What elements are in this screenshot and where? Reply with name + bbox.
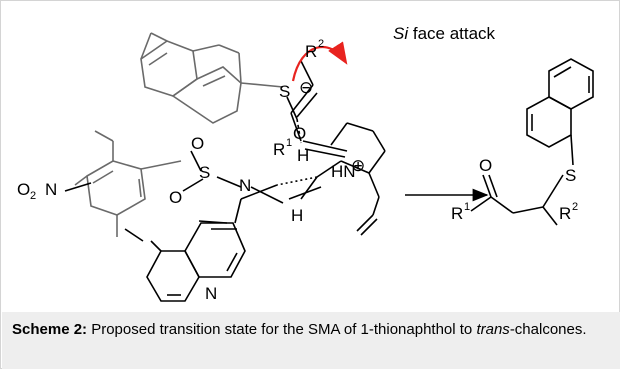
scheme-caption: Scheme 2: Proposed transition state for … [2, 312, 620, 369]
atom-n-sulfonamide: N [239, 176, 251, 195]
atom-n-quinoline: N [205, 284, 217, 303]
atom-no2-n: N [45, 180, 57, 199]
nitroaryl-sulfonyl [74, 130, 182, 237]
atom-labels-chalcone: R 2 R 1 O [273, 38, 324, 159]
atom-o-sulfonyl-top: O [191, 134, 204, 153]
chalcone-fragment [290, 60, 348, 158]
electron-arrow [291, 41, 348, 82]
atom-h-sulfonamide: H [297, 146, 309, 165]
product-structure [470, 58, 594, 226]
atom-r2-left-sup: 2 [318, 38, 324, 50]
atom-r2-left: R [305, 42, 317, 61]
naphthalene-thiolate [140, 32, 284, 124]
atom-o-sulfonyl-left: O [169, 188, 182, 207]
charge-ammonium: ⊕ [351, 156, 365, 175]
caption-label: Scheme 2: [12, 321, 88, 338]
caption-text-2: -chalcones. [509, 321, 587, 338]
atom-r1-left: R [273, 140, 285, 159]
charge-thiolate: ⊖ [299, 78, 313, 97]
caption-text-1: Proposed transition state for the SMA of… [87, 321, 477, 338]
atom-r1-left-sup: 1 [286, 137, 292, 149]
atom-s-thiolate: S [279, 82, 290, 101]
caption-text-italic: trans [476, 321, 510, 338]
atom-h-stereo: H [291, 206, 303, 225]
atom-s-sulfonyl: S [199, 163, 210, 182]
atom-r2-product: R [559, 204, 571, 223]
atom-hn: HN [331, 162, 356, 181]
cinchona-skeleton [124, 122, 386, 302]
atom-r1-product-sup: 1 [464, 201, 470, 213]
atom-labels-product: S O R 1 R 2 [451, 156, 578, 223]
atom-r1-product: R [451, 204, 463, 223]
atom-o-carbonyl-left: O [293, 124, 306, 143]
annotation-si-face: Si face attack [393, 24, 496, 43]
atom-r2-product-sup: 2 [572, 201, 578, 213]
reaction-scheme: S ⊖ S O O N H O 2 N R 2 R 1 O [17, 24, 594, 303]
atom-o-product: O [479, 156, 492, 175]
atom-labels-cinchona: HN ⊕ H N [205, 156, 365, 303]
atom-no2-o: O [17, 180, 30, 199]
atom-labels-left: S ⊖ S O O N H O 2 N [17, 78, 313, 207]
atom-no2-subscript: 2 [30, 190, 36, 202]
atom-s-product: S [565, 166, 576, 185]
